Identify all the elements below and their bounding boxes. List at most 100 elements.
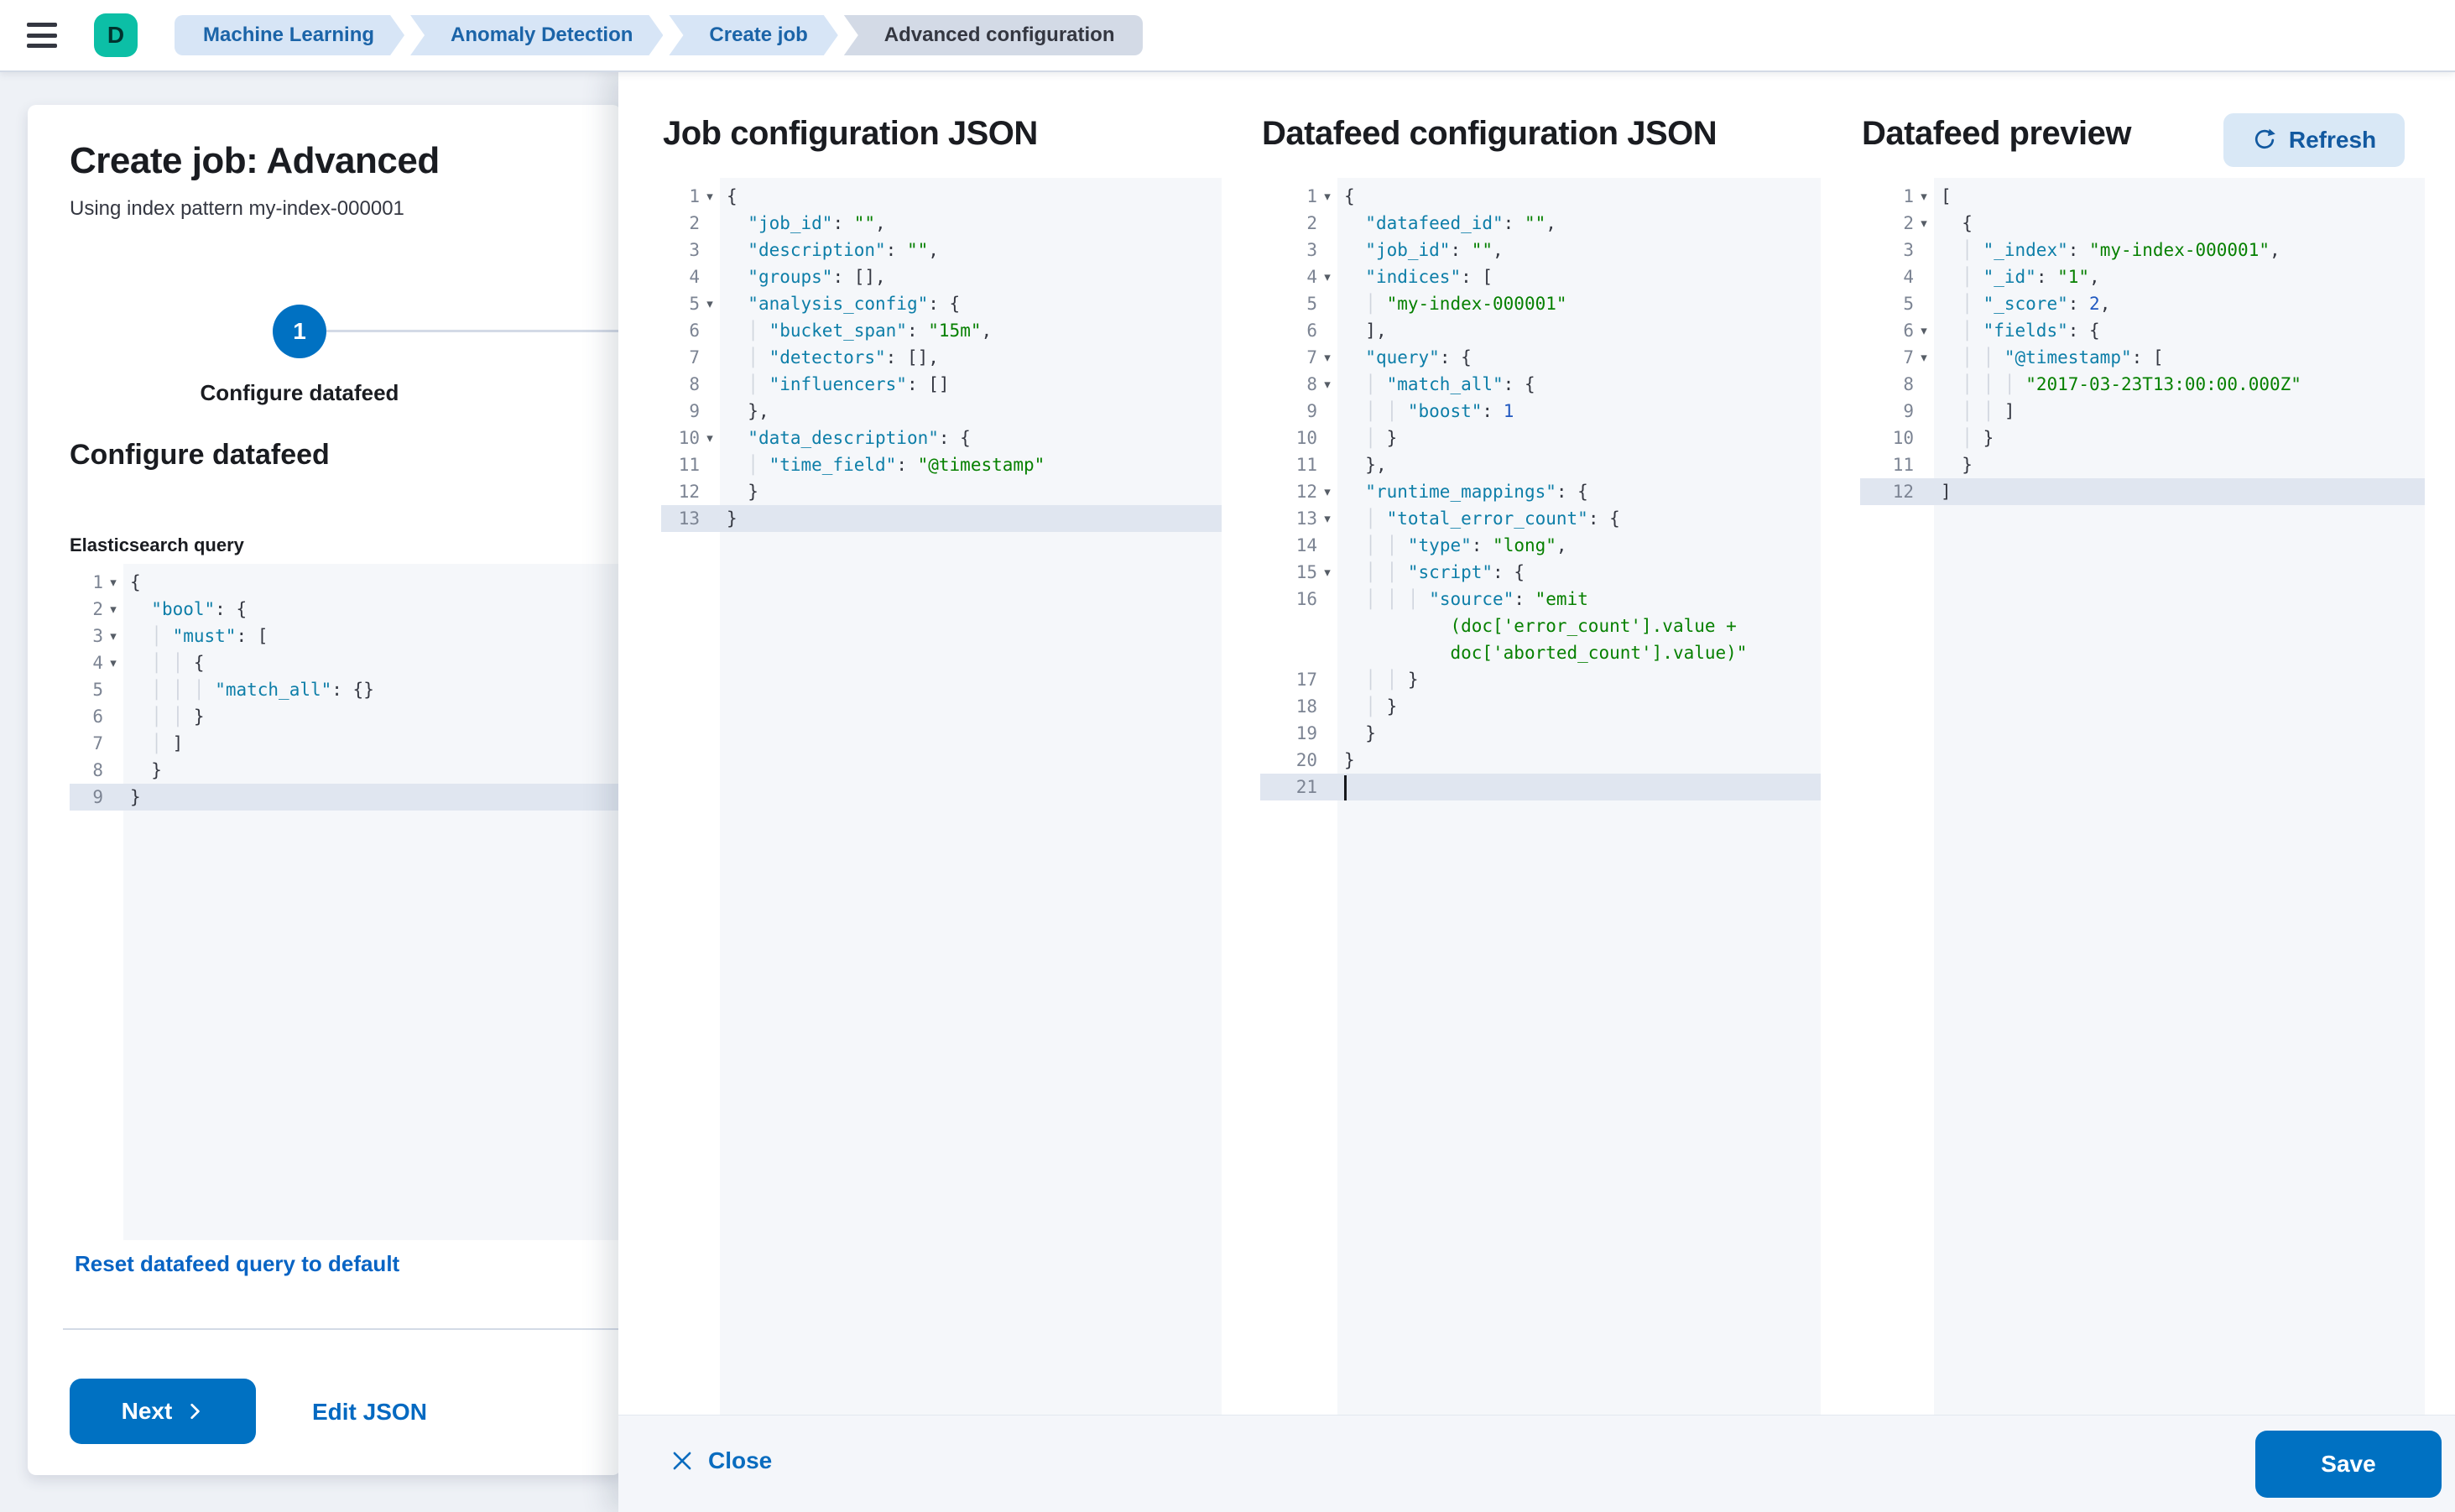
code-line[interactable]: │ │ │ "match_all": {}: [151, 680, 374, 700]
fold-arrow-icon[interactable]: ▾: [110, 628, 117, 644]
code-line[interactable]: │ │ }: [1365, 670, 1419, 690]
code-line[interactable]: "runtime_mappings": {: [1365, 482, 1588, 502]
code-line[interactable]: │ "influencers": []: [748, 374, 950, 394]
code-line[interactable]: (doc['error_count'].value +: [1450, 616, 1737, 636]
code-line[interactable]: "groups": [],: [748, 267, 886, 287]
code-line[interactable]: │ "_score": 2,: [1962, 294, 2111, 314]
fold-arrow-icon[interactable]: ▾: [706, 430, 713, 446]
code-line[interactable]: │ ]: [151, 733, 184, 753]
menu-icon[interactable]: [27, 23, 57, 48]
code-line[interactable]: │ │ "script": {: [1365, 562, 1525, 582]
fold-arrow-icon[interactable]: ▾: [706, 189, 713, 204]
code-line[interactable]: {: [130, 572, 141, 592]
code-line[interactable]: "query": {: [1365, 347, 1472, 368]
code-line[interactable]: │ │ ]: [1962, 401, 2015, 421]
editor-content[interactable]: [ { │ "_index": "my-index-000001", │ "_i…: [1934, 178, 2425, 1415]
fold-arrow-icon[interactable]: ▾: [706, 296, 713, 311]
refresh-button[interactable]: Refresh: [2223, 113, 2405, 167]
code-line[interactable]: ]: [1934, 478, 2425, 505]
code-line[interactable]: {: [1344, 186, 1355, 206]
breadcrumb-item[interactable]: Anomaly Detection: [410, 15, 663, 55]
code-line[interactable]: │ "match_all": {: [1365, 374, 1535, 394]
code-line[interactable]: │ "detectors": [],: [748, 347, 939, 368]
editor-content[interactable]: { "job_id": "", "description": "", "grou…: [720, 178, 1222, 1415]
code-line[interactable]: "bool": {: [151, 599, 248, 619]
fold-arrow-icon[interactable]: ▾: [1921, 216, 1927, 231]
code-line[interactable]: │ "bucket_span": "15m",: [748, 321, 993, 341]
code-line[interactable]: }: [748, 482, 758, 502]
step-1-indicator[interactable]: 1: [273, 305, 326, 358]
code-line[interactable]: │ │ "type": "long",: [1365, 535, 1567, 555]
code-line[interactable]: │ "must": [: [151, 626, 268, 646]
job-config-title: Job configuration JSON: [663, 115, 1038, 152]
code-line[interactable]: "data_description": {: [748, 428, 971, 448]
code-line[interactable]: [: [1941, 186, 1952, 206]
code-line[interactable]: }: [1962, 455, 1973, 475]
code-line[interactable]: },: [1365, 455, 1387, 475]
close-button[interactable]: Close: [671, 1447, 772, 1474]
code-line[interactable]: }: [1344, 750, 1355, 770]
code-line[interactable]: "datafeed_id": "",: [1365, 213, 1556, 233]
fold-arrow-icon[interactable]: ▾: [1324, 189, 1331, 204]
fold-arrow-icon[interactable]: ▾: [1324, 511, 1331, 526]
code-line[interactable]: }: [123, 784, 621, 811]
code-line[interactable]: "job_id": "",: [1365, 240, 1504, 260]
space-avatar[interactable]: D: [94, 13, 138, 57]
code-line[interactable]: doc['aborted_count'].value)": [1450, 643, 1748, 663]
reset-datafeed-query-link[interactable]: Reset datafeed query to default: [75, 1251, 400, 1276]
code-line[interactable]: │ "_index": "my-index-000001",: [1962, 240, 2280, 260]
fold-arrow-icon[interactable]: ▾: [110, 655, 117, 670]
code-line[interactable]: "job_id": "",: [748, 213, 886, 233]
edit-json-link[interactable]: Edit JSON: [312, 1399, 427, 1425]
code-line[interactable]: }: [720, 505, 1222, 532]
fold-arrow-icon[interactable]: ▾: [110, 575, 117, 590]
code-line[interactable]: │ "fields": {: [1962, 321, 2100, 341]
breadcrumb-item[interactable]: Create job: [669, 15, 837, 55]
fold-arrow-icon[interactable]: ▾: [1921, 350, 1927, 365]
code-line[interactable]: │ "my-index-000001": [1365, 294, 1567, 314]
fold-arrow-icon[interactable]: ▾: [1324, 269, 1331, 284]
fold-arrow-icon[interactable]: ▾: [110, 602, 117, 617]
editor-content[interactable]: { "bool": { │ "must": [ │ │ { │ │ │ "mat…: [123, 564, 621, 1240]
code-line[interactable]: "analysis_config": {: [748, 294, 961, 314]
code-line[interactable]: {: [727, 186, 738, 206]
line-number: 12: [1860, 478, 1934, 505]
code-line[interactable]: },: [748, 401, 769, 421]
fold-arrow-icon[interactable]: ▾: [1921, 323, 1927, 338]
fold-arrow-icon[interactable]: ▾: [1921, 189, 1927, 204]
fold-arrow-icon[interactable]: ▾: [1324, 565, 1331, 580]
code-line[interactable]: │ "time_field": "@timestamp": [748, 455, 1045, 475]
code-line[interactable]: │ │ }: [151, 706, 205, 727]
code-line[interactable]: │ │ "@timestamp": [: [1962, 347, 2164, 368]
code-line[interactable]: │ "_id": "1",: [1962, 267, 2100, 287]
code-line[interactable]: │ │ │ "2017-03-23T13:00:00.000Z": [1962, 374, 2301, 394]
code-line[interactable]: "description": "",: [748, 240, 939, 260]
fold-arrow-icon[interactable]: ▾: [1324, 350, 1331, 365]
fold-arrow-icon[interactable]: ▾: [1324, 377, 1331, 392]
code-line[interactable]: │ │ "boost": 1: [1365, 401, 1514, 421]
breadcrumb-item[interactable]: Machine Learning: [175, 15, 404, 55]
line-number: 10▾: [661, 425, 720, 451]
next-button[interactable]: Next: [70, 1379, 256, 1444]
save-button[interactable]: Save: [2255, 1431, 2442, 1498]
fold-arrow-icon[interactable]: ▾: [1324, 484, 1331, 499]
code-line[interactable]: │ "total_error_count": {: [1365, 508, 1620, 529]
code-line[interactable]: │ }: [1365, 696, 1398, 717]
line-number: 21: [1260, 774, 1337, 800]
line-number: 20: [1295, 750, 1317, 770]
code-line[interactable]: │ }: [1365, 428, 1398, 448]
code-line[interactable]: ],: [1365, 321, 1387, 341]
code-line[interactable]: │ │ │ "source": "emit: [1365, 589, 1588, 609]
code-line[interactable]: "indices": [: [1365, 267, 1493, 287]
code-line[interactable]: [1337, 774, 1821, 800]
code-line[interactable]: }: [151, 760, 162, 780]
code-line[interactable]: │ }: [1962, 428, 1994, 448]
code-line[interactable]: {: [1962, 213, 1973, 233]
code-line[interactable]: │ │ {: [151, 653, 205, 673]
code-line[interactable]: }: [1365, 723, 1376, 743]
editor-content[interactable]: { "datafeed_id": "", "job_id": "", "indi…: [1337, 178, 1821, 1415]
